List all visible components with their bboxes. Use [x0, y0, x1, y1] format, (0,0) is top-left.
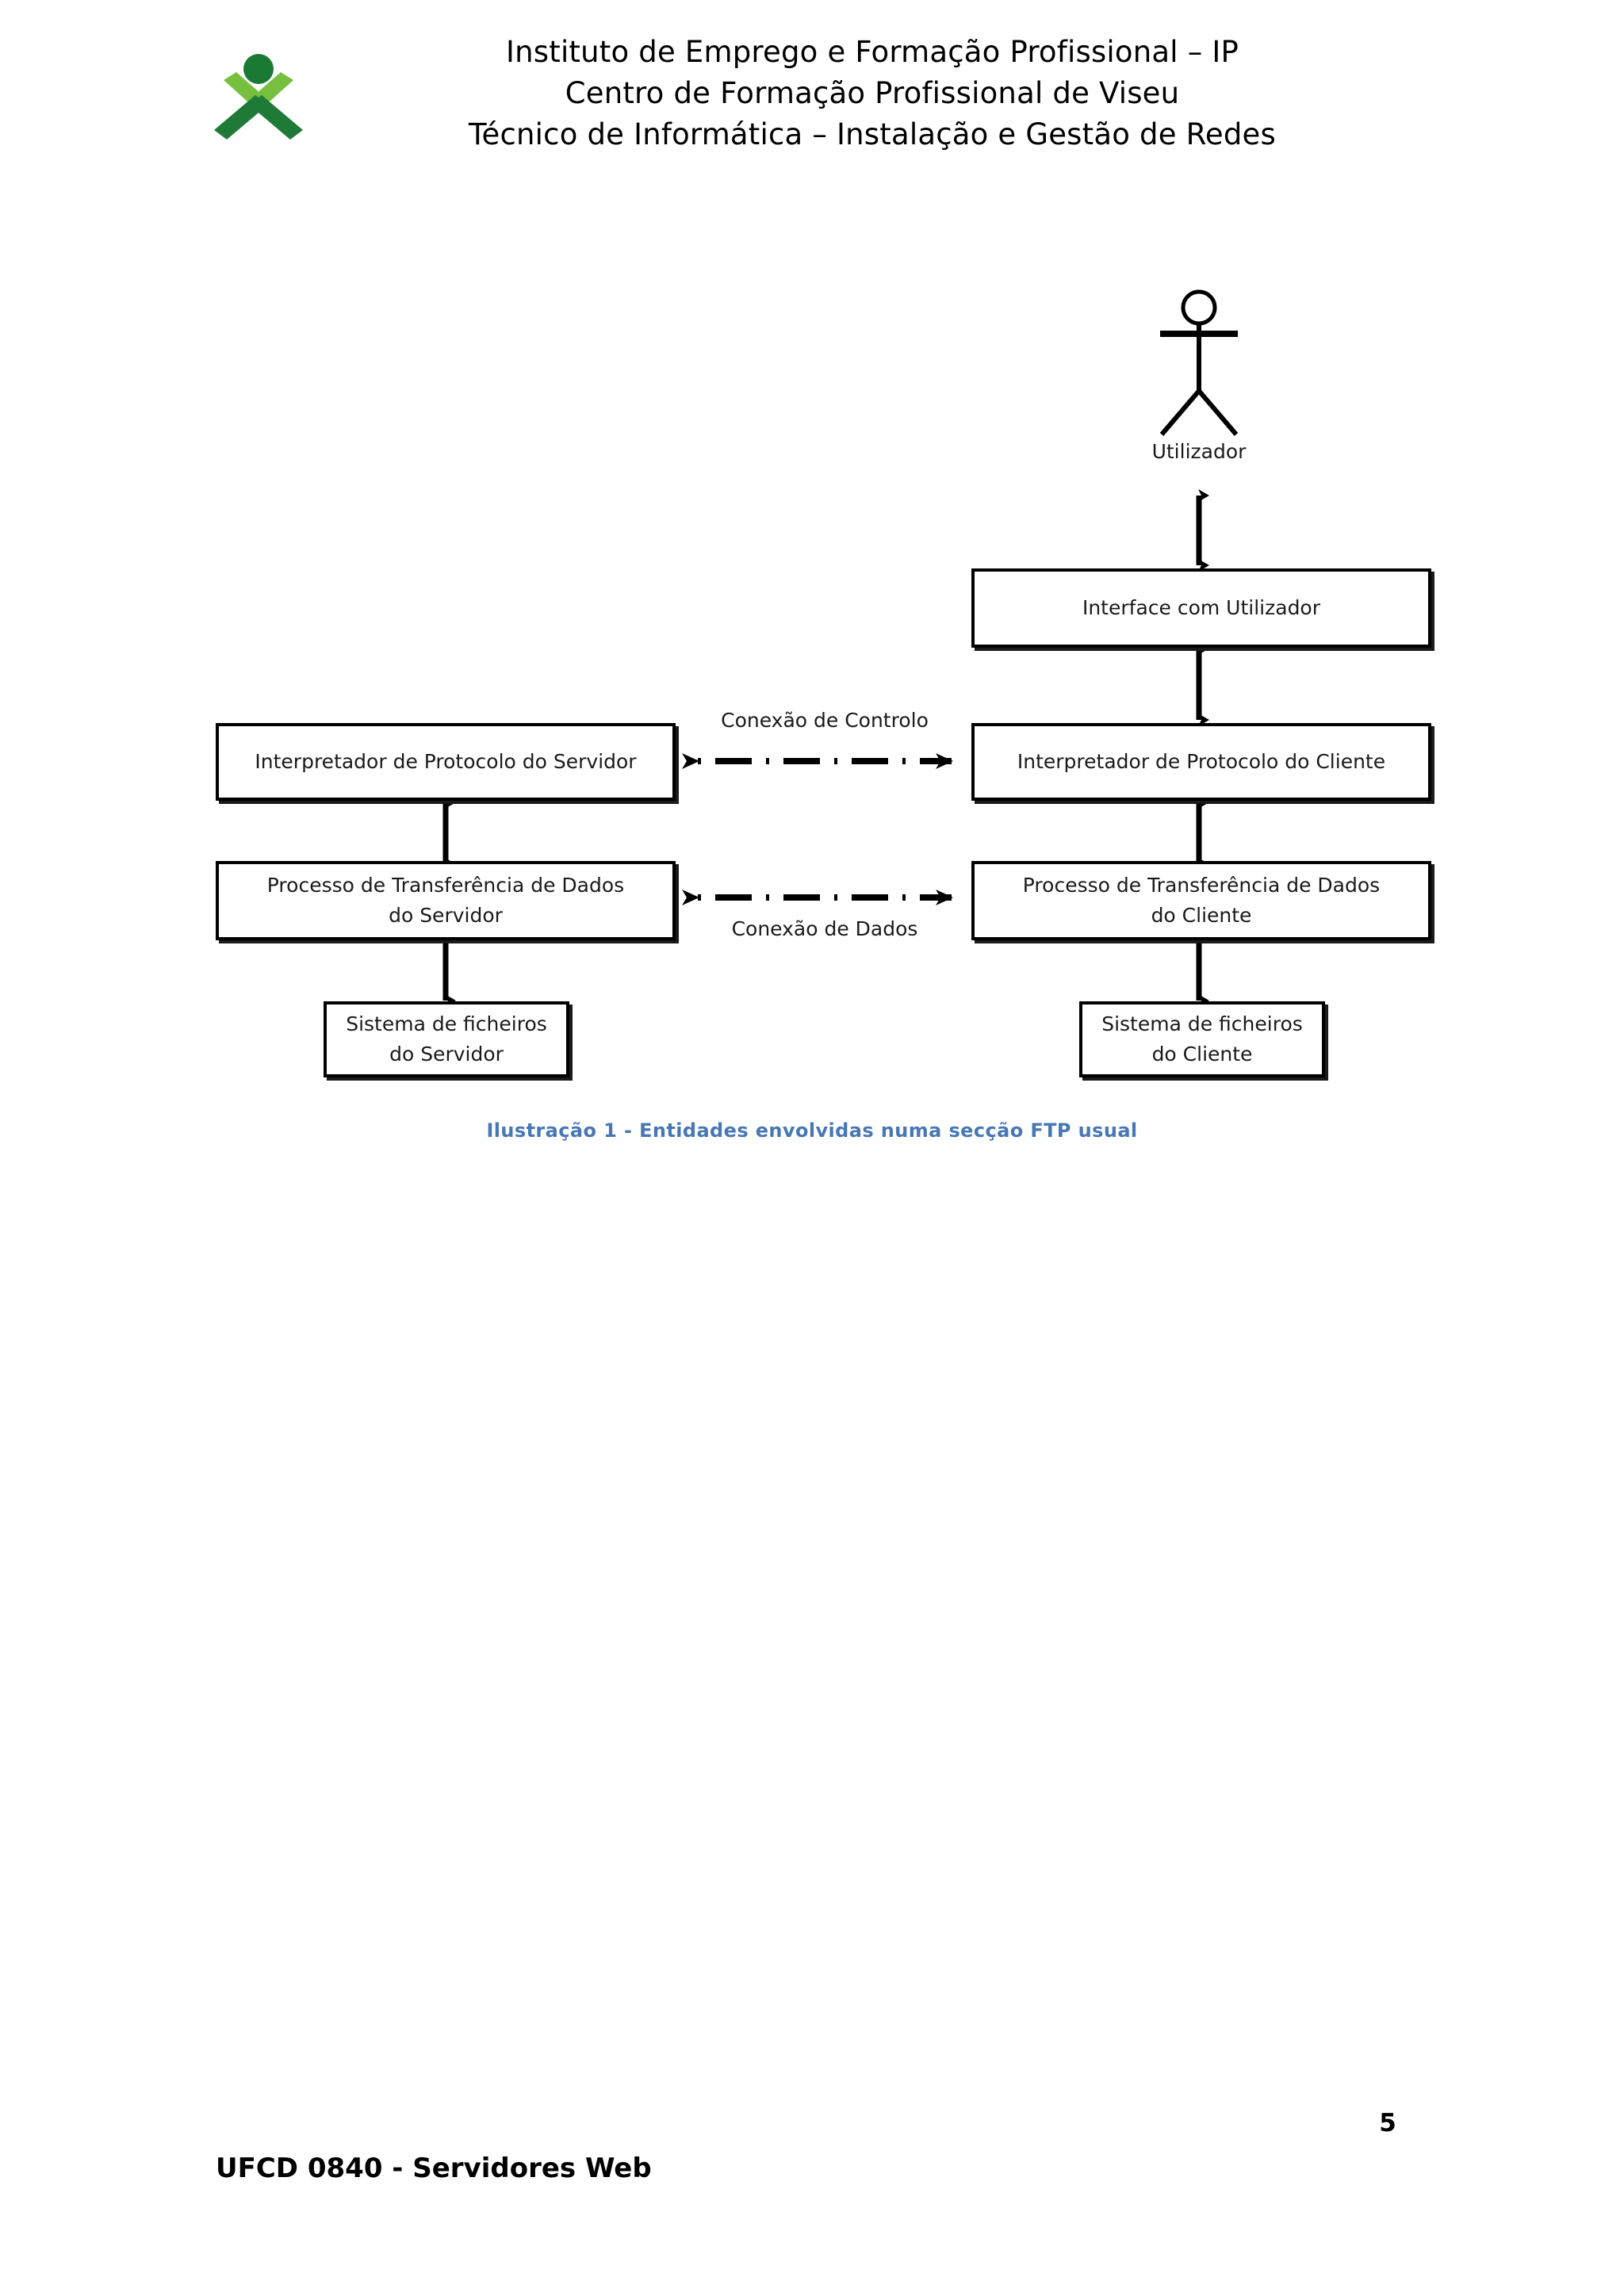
iefp-logo: [195, 41, 322, 160]
actor-utilizador-icon: [1159, 289, 1239, 436]
figure-caption: Ilustração 1 - Entidades envolvidas numa…: [486, 1119, 1138, 1142]
header-line-3: Técnico de Informática – Instalação e Ge…: [469, 117, 1276, 151]
node-server-data-transfer-process[interactable]: Processo de Transferência de Dados do Se…: [216, 861, 676, 940]
node-server-fs-label-line2: do Servidor: [389, 1043, 504, 1066]
node-server-file-system[interactable]: Sistema de ficheiros do Servidor: [324, 1001, 569, 1077]
institution-title: Instituto de Emprego e Formação Profissi…: [341, 32, 1404, 155]
actor-label: Utilizador: [1151, 440, 1247, 463]
page-header: Instituto de Emprego e Formação Profissi…: [0, 14, 1624, 165]
node-interface-com-utilizador[interactable]: Interface com Utilizador: [971, 568, 1431, 648]
node-client-file-system[interactable]: Sistema de ficheiros do Cliente: [1079, 1001, 1325, 1077]
node-server-protocol-label: Interpretador de Protocolo do Servidor: [255, 750, 637, 773]
header-line-2: Centro de Formação Profissional de Viseu: [565, 76, 1180, 110]
node-server-fs-label-line1: Sistema de ficheiros: [346, 1012, 547, 1035]
node-client-protocol-interpreter[interactable]: Interpretador de Protocolo do Cliente: [971, 723, 1431, 801]
header-line-1: Instituto de Emprego e Formação Profissi…: [506, 35, 1239, 69]
node-server-protocol-interpreter[interactable]: Interpretador de Protocolo do Servidor: [216, 723, 676, 801]
node-client-fs-label-line2: do Cliente: [1151, 1043, 1253, 1066]
node-client-transfer-label-line1: Processo de Transferência de Dados: [1022, 874, 1381, 897]
ftp-architecture-diagram: Utilizador Interface com Utilizador Inte…: [216, 289, 1431, 1077]
footer-page-number: 5: [1379, 2109, 1396, 2137]
node-client-data-transfer-process[interactable]: Processo de Transferência de Dados do Cl…: [971, 861, 1431, 940]
node-client-fs-label-line1: Sistema de ficheiros: [1101, 1012, 1303, 1035]
footer-course-title: UFCD 0840 - Servidores Web: [216, 2152, 652, 2184]
node-server-transfer-label-line2: do Servidor: [389, 904, 503, 927]
node-client-protocol-label: Interpretador de Protocolo do Cliente: [1017, 750, 1386, 773]
diagram-connectors-layer: [442, 289, 1239, 1007]
node-client-transfer-label-line2: do Cliente: [1151, 904, 1252, 927]
node-server-transfer-label-line1: Processo de Transferência de Dados: [266, 874, 625, 897]
label-control-connection: Conexão de Controlo: [721, 709, 929, 732]
label-data-connection: Conexão de Dados: [731, 917, 918, 940]
node-interface-label: Interface com Utilizador: [1082, 596, 1321, 619]
